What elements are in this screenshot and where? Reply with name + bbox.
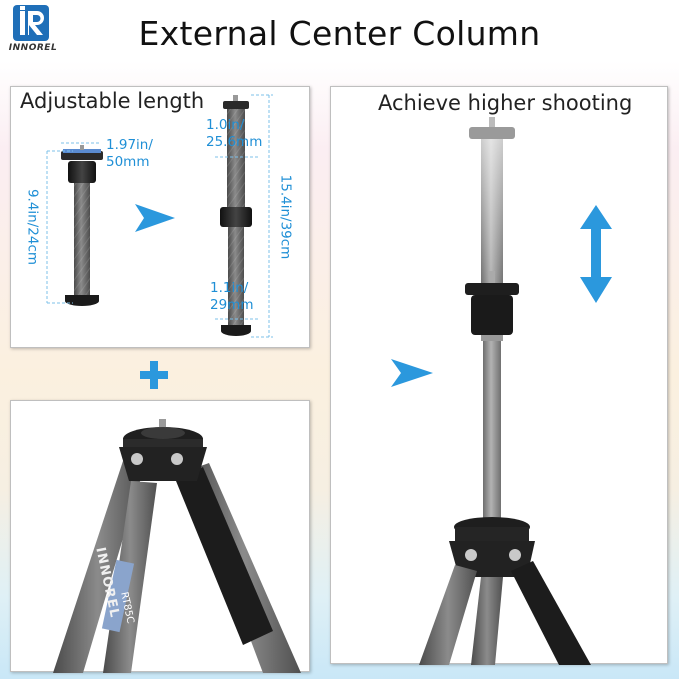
column-illustrations — [46, 94, 273, 338]
tripod-panel: INNOREL RT85C — [10, 400, 310, 673]
adjustable-length-panel: Adjustable length — [10, 86, 310, 348]
tripod-illustration — [53, 419, 301, 673]
up-down-arrow-icon — [580, 205, 612, 303]
adjustable-length-caption: Adjustable length — [20, 89, 205, 113]
arrow-right-icon — [135, 204, 175, 232]
brand-name: INNOREL — [8, 43, 58, 53]
long-bottom-dimension-line2: 29mm — [210, 297, 254, 313]
long-bottom-dimension-line1: 1.1in/ — [210, 280, 249, 296]
page-title: External Center Column — [138, 14, 541, 53]
brand-logo: INNOREL — [3, 3, 59, 61]
higher-shooting-panel: Achieve higher shooting — [330, 86, 668, 665]
short-plate-dimension-line2: 50mm — [106, 154, 150, 170]
long-top-dimension-line2: 25.6mm — [206, 134, 263, 150]
arrow-right-icon — [391, 359, 433, 387]
extended-tripod-illustration — [391, 117, 612, 665]
higher-shooting-caption: Achieve higher shooting — [378, 91, 633, 115]
short-height-dimension: 9.4in/24cm — [24, 188, 41, 266]
short-plate-dimension-line1: 1.97in/ — [106, 137, 153, 153]
short-column — [61, 145, 103, 306]
long-height-dimension: 15.4in/39cm — [277, 174, 294, 260]
long-top-dimension-line1: 1.0in/ — [206, 117, 245, 133]
long-column — [220, 95, 252, 336]
brand-logo-mark — [13, 5, 49, 41]
